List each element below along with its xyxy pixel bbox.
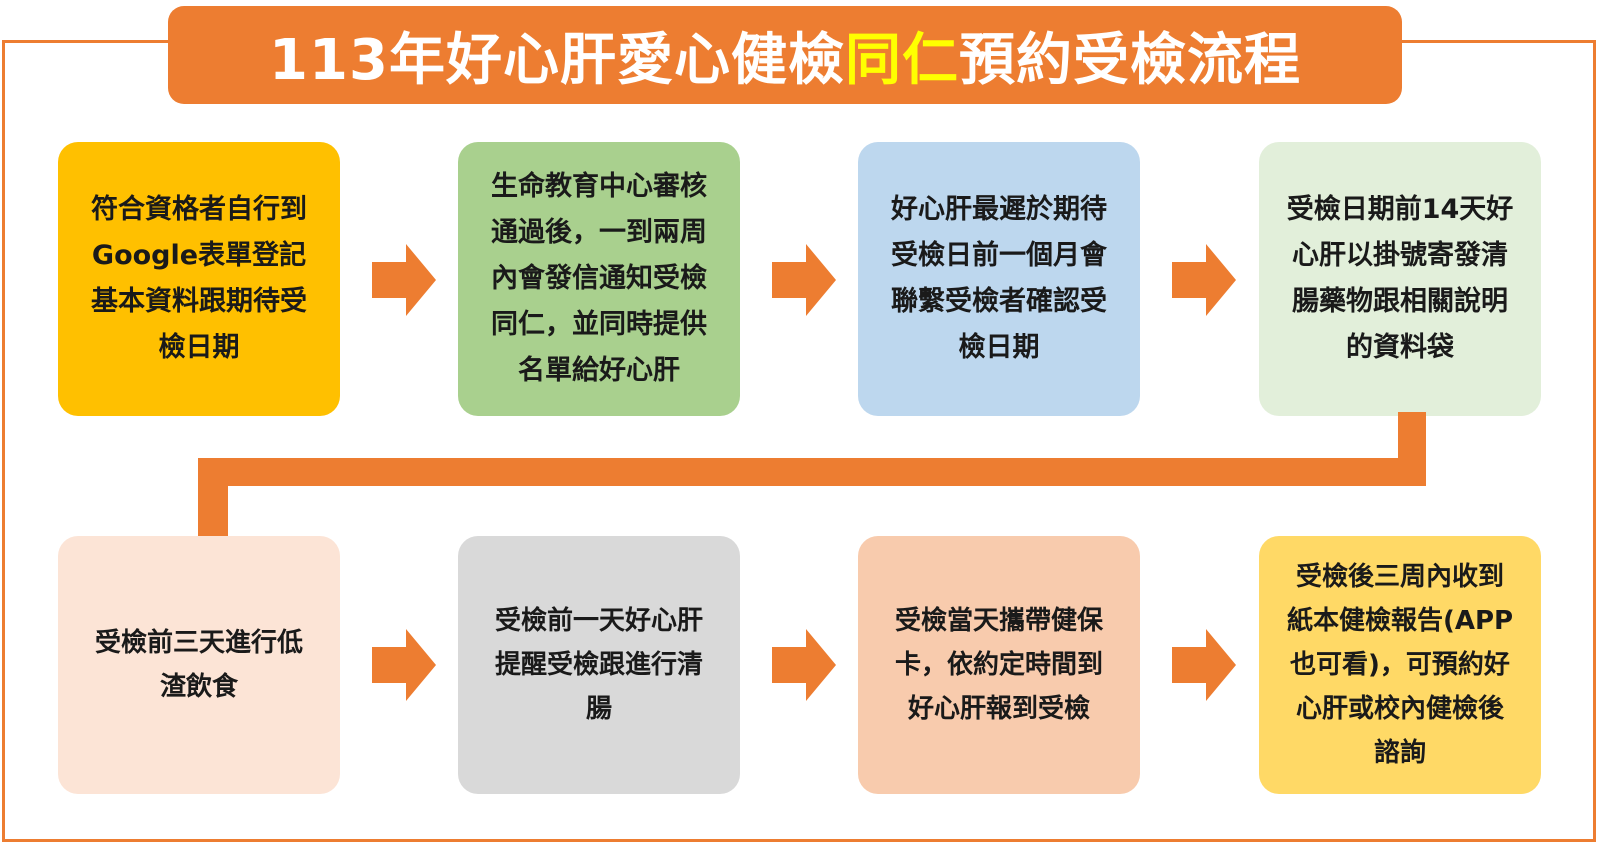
step-8-text: 受檢後三周內收到 紙本健檢報告(APP 也可看)，可預約好 心肝或校內健檢後 諮… [1286,562,1514,768]
step-4-text: 受檢日期前14天好 心肝以掛號寄發清 腸藥物跟相關說明 的資料袋 [1286,194,1514,363]
arrow-right-icon [772,629,836,701]
connector-arrow-icon [180,412,1426,572]
title-highlight: 同仁 [844,27,959,93]
step-5-text: 受檢前三天進行低 渣飲食 [94,628,303,702]
step-6-box: 受檢前一天好心肝 提醒受檢跟進行清 腸 [458,536,740,794]
arrow-right-icon [372,629,436,701]
step-1-text: 符合資格者自行到 Google表單登記 基本資料跟期待受 檢日期 [91,194,307,363]
arrow-right-icon [1172,629,1236,701]
arrow-right-icon [772,244,836,316]
title-suffix: 預約受檢流程 [958,27,1301,93]
step-6-text: 受檢前一天好心肝 提醒受檢跟進行清 腸 [494,606,703,724]
step-7-box: 受檢當天攜帶健保 卡，依約定時間到 好心肝報到受檢 [858,536,1140,794]
step-5-box: 受檢前三天進行低 渣飲食 [58,536,340,794]
step-4-box: 受檢日期前14天好 心肝以掛號寄發清 腸藥物跟相關說明 的資料袋 [1259,142,1541,416]
arrow-right-icon [372,244,436,316]
step-2-box: 生命教育中心審核 通過後，一到兩周 內會發信通知受檢 同仁，並同時提供 名單給好… [458,142,740,416]
step-8-box: 受檢後三周內收到 紙本健檢報告(APP 也可看)，可預約好 心肝或校內健檢後 諮… [1259,536,1541,794]
step-1-box: 符合資格者自行到 Google表單登記 基本資料跟期待受 檢日期 [58,142,340,416]
step-7-text: 受檢當天攜帶健保 卡，依約定時間到 好心肝報到受檢 [894,606,1103,724]
step-2-text: 生命教育中心審核 通過後，一到兩周 內會發信通知受檢 同仁，並同時提供 名單給好… [491,171,707,386]
arrow-right-icon [1172,244,1236,316]
step-3-text: 好心肝最遲於期待 受檢日前一個月會 聯繫受檢者確認受 檢日期 [891,194,1107,363]
step-3-box: 好心肝最遲於期待 受檢日前一個月會 聯繫受檢者確認受 檢日期 [858,142,1140,416]
title-prefix: 113年好心肝愛心健檢 [269,27,845,93]
title-banner: 113年好心肝愛心健檢同仁預約受檢流程 [168,6,1402,104]
